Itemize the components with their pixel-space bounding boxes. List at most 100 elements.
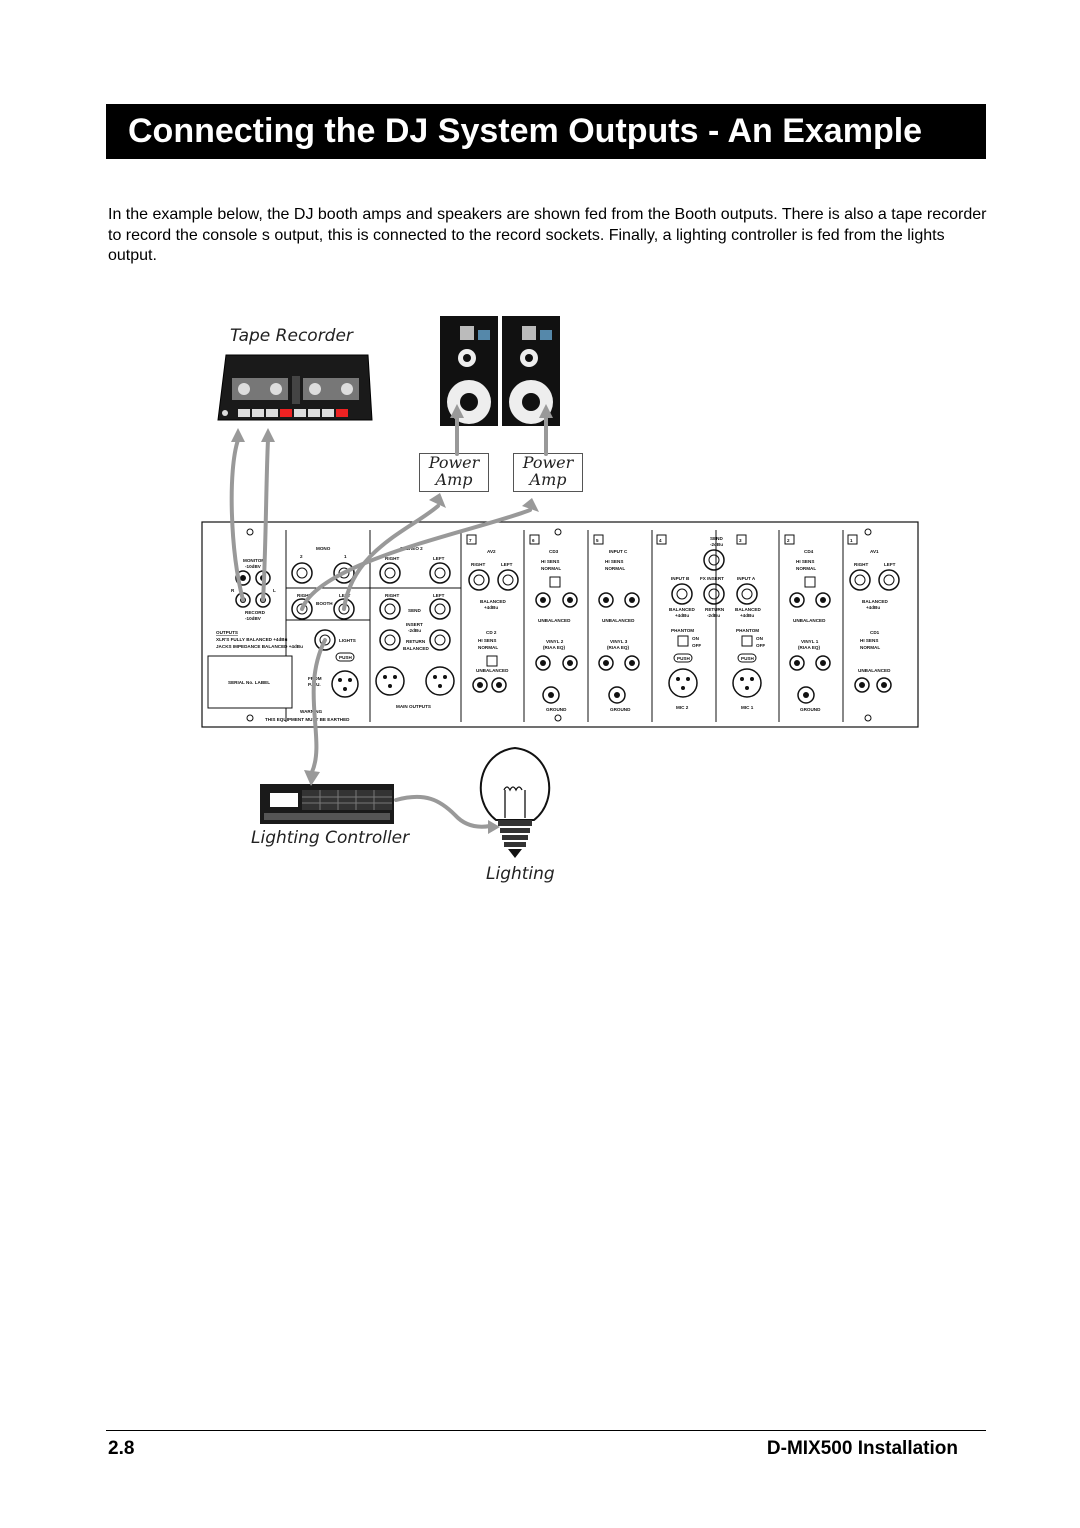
ch1-left: LEFT [884,562,896,567]
ch2-name: CD4 [804,549,814,554]
insert-right-text: RIGHT [385,593,399,598]
ch3-foot: MIC 1 [741,705,754,710]
ch6-riaa: (RIAA EQ) [543,645,566,650]
ch7-left: LEFT [501,562,513,567]
power-amp-1-label: Power Amp [419,453,489,492]
ch4-name: INPUT B [671,576,690,581]
fx-return-level: -2dBu [707,613,720,618]
send-top-level: -2dBu [710,542,723,547]
lighting-controller-label: Lighting Controller [251,828,410,848]
insert-text: INSERT [406,622,423,627]
stereo-text: STEREO 2 [400,546,423,551]
ch7-hisens: HI SENS [478,638,496,643]
push-text-2: PUSH [677,656,690,661]
document-title: D-MIX500 Installation [766,1438,958,1459]
mono-1-text: 1 [344,554,347,559]
ch5-hisens: HI SENS [605,559,623,564]
tape-recorder-label: Tape Recorder [230,326,353,346]
record-level-text: -10dBV [245,616,262,621]
stereo-right-text: RIGHT [385,556,399,561]
speaker-left-icon [440,316,498,426]
earthed-text: THIS EQUIPMENT MUST BE EARTHED [265,717,350,722]
ch4-num: 4 [659,538,662,543]
ch5-riaa: (RIAA EQ) [607,645,630,650]
lighting-controller-icon [260,784,394,824]
power-amp-1-line-1: Power [428,453,480,472]
mono-text: MONO [316,546,331,551]
ch2-foot: GROUND [800,707,821,712]
ch3-level: +4dBu [740,613,754,618]
outputs-note-1: XLR'S FULLY BALANCED +4dBu [216,637,288,642]
ch7-level: +4dBu [484,605,498,610]
ch4-foot: MIC 2 [676,705,689,710]
cable-arrowheads [231,404,553,834]
intro-line-1: In the example below, the DJ booth amps … [108,206,987,223]
power-amp-1-line-2: Amp [435,470,473,489]
push-text-1: PUSH [339,655,352,660]
ch3-sub: PHANTOM [736,628,759,633]
page-title: Connecting the DJ System Outputs - An Ex… [106,104,986,159]
record-text: RECORD [245,610,266,615]
booth-text: BOOTH [316,601,333,606]
fx-return-text: RETURN [705,607,725,612]
monitor-level-text: -10dBV [245,564,262,569]
ch2-normal: NORMAL [796,566,816,571]
ch1-right: RIGHT [854,562,868,567]
ch1-balanced: BALANCED [862,599,888,604]
connection-diagram: MONITOR -10dBV R L RECORD -10dBV OUTPUTS… [201,316,919,858]
intro-line-2: to record the console s output, this is … [108,226,945,244]
power-amp-2-line-1: Power [522,453,574,472]
ch1-normal: NORMAL [860,645,880,650]
ch2-hisens: HI SENS [796,559,814,564]
ch4-level: +4dBu [675,613,689,618]
booth-right-text: RIGHT [297,593,311,598]
ch2-riaa: (RIAA EQ) [798,645,821,650]
insert-level-text: -2dBu [408,628,421,633]
ch6-unbal: UNBALANCED [538,618,571,623]
balanced-text: BALANCED [403,646,429,651]
ch4-sub: PHANTOM [671,628,694,633]
ch2-num: 2 [787,538,790,543]
ch1-level: +4dBu [866,605,880,610]
intro-paragraph: In the example below, the DJ booth amps … [108,205,1080,267]
insert-left-text: LEFT [433,593,445,598]
ch5-sub: VINYL 3 [610,639,628,644]
warning-text: WARNING [300,709,323,714]
intro-line-3: output. [108,247,157,264]
ch1-foot: UNBALANCED [858,668,891,673]
monitor-text: MONITOR [243,558,265,563]
ch7-sub: CD 2 [486,630,497,635]
cables [229,413,548,829]
ch1-sub: CD1 [870,630,880,635]
lighting-label: Lighting [486,864,555,884]
ch6-foot: GROUND [546,707,567,712]
ch2-sub: VINYL 1 [801,639,819,644]
ch1-hisens: HI SENS [860,638,878,643]
ch6-hisens: HI SENS [541,559,559,564]
tape-recorder-icon [217,354,373,421]
ch6-num: 6 [532,538,535,543]
push-text-3: PUSH [741,656,754,661]
send-top-text: SEND [710,536,723,541]
ch7-normal: NORMAL [478,645,498,650]
ch4-on: ON [692,636,700,641]
power-amp-2-line-2: Amp [529,470,567,489]
ch7-name: AV2 [487,549,496,554]
ch5-foot: GROUND [610,707,631,712]
ch6-name: CD3 [549,549,559,554]
stereo-left-text: LEFT [433,556,445,561]
ch5-normal: NORMAL [605,566,625,571]
light-bulb-icon [479,746,551,858]
page-number: 2.8 [108,1438,135,1459]
ch5-name: INPUT C [609,549,628,554]
ch4-off: OFF [692,643,701,648]
ch3-name: INPUT A [737,576,756,581]
mono-2-text: 2 [300,554,303,559]
ch3-balanced: BALANCED [735,607,761,612]
ch6-sub: VINYL 2 [546,639,564,644]
ch3-num: 3 [739,538,742,543]
outputs-text: OUTPUTS [216,630,238,635]
panel-r-text: R [231,588,235,593]
serial-label-text: SERIAL No. LABEL [228,680,270,685]
ch7-num: 7 [469,538,472,543]
